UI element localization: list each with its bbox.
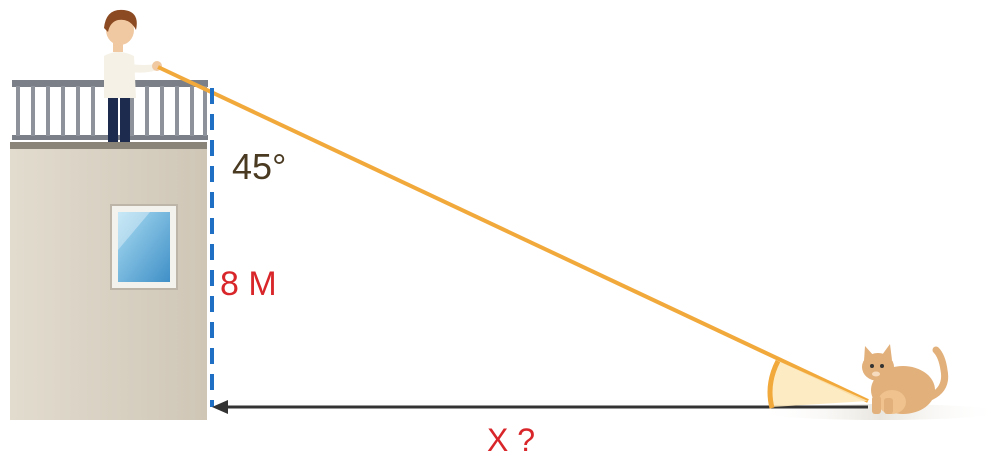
height-label: 8 M <box>220 265 277 303</box>
angle-label: 45° <box>232 146 287 187</box>
window <box>110 204 178 290</box>
boy-pointing-laser-icon <box>104 9 162 142</box>
angle-wedge <box>767 359 868 409</box>
building-roof-ledge <box>10 142 207 149</box>
laser-line <box>157 65 869 403</box>
cat-icon <box>862 344 949 414</box>
distance-label: X ? <box>487 422 536 458</box>
distance-arrow <box>212 400 868 414</box>
